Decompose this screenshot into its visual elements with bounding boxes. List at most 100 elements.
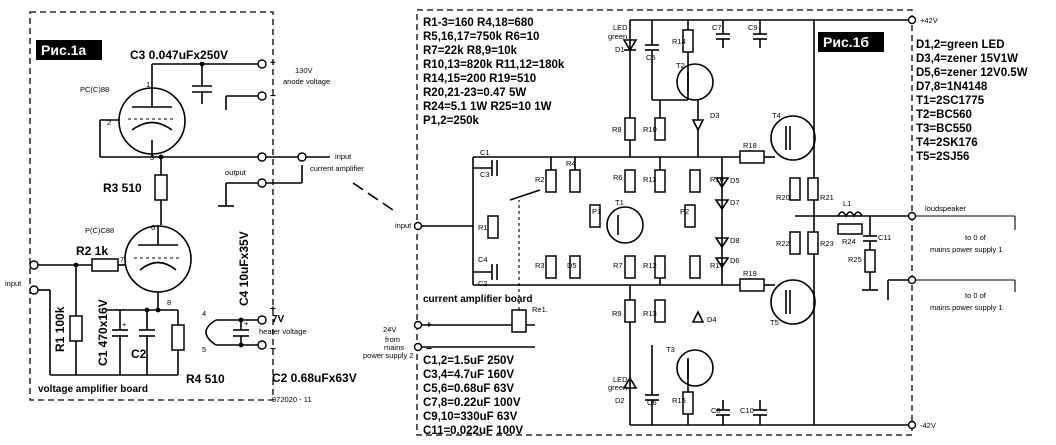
relay-minus-terminal[interactable] (413, 342, 423, 352)
d1-led (622, 39, 638, 52)
board1-name: voltage amplifier board (38, 384, 148, 395)
tube-v1-cathode (131, 121, 173, 131)
loudspeaker-terminal[interactable] (907, 211, 917, 221)
board2-input-terminal[interactable] (413, 221, 423, 231)
r3-label: R3 510 (103, 181, 142, 195)
svg-text:R13: R13 (643, 309, 657, 318)
svg-text:4: 4 (202, 309, 206, 318)
anode-minus-terminal[interactable] (257, 91, 267, 101)
svg-text:T2=BC560: T2=BC560 (916, 109, 972, 121)
svg-text:R15: R15 (672, 396, 686, 405)
board1-title-bg (36, 40, 102, 60)
ground-terminal[interactable] (907, 275, 917, 285)
svg-text:P1,2=250k: P1,2=250k (423, 115, 480, 127)
board2-title-bg (818, 32, 884, 52)
svg-text:R11: R11 (643, 175, 656, 184)
svg-text:C3,4=4.7uF 160V: C3,4=4.7uF 160V (423, 369, 514, 381)
to0b-label: to 0 of (965, 291, 987, 300)
svg-text:+: + (122, 320, 127, 329)
input-ground-terminal[interactable] (29, 285, 39, 295)
r23-resistor (807, 231, 819, 255)
svg-text:C6: C6 (647, 398, 657, 407)
svg-text:−: − (426, 344, 432, 355)
heater-filament (205, 319, 217, 346)
p2-potentiometer (684, 204, 696, 228)
r2-label: R2 1k (76, 244, 108, 258)
plus-rail-terminal[interactable] (907, 15, 917, 25)
svg-text:R9: R9 (612, 309, 622, 318)
svg-text:R7=22k R8,9=10k: R7=22k R8,9=10k (423, 45, 518, 57)
svg-text:D5,6=zener 12V0.5W: D5,6=zener 12V0.5W (916, 67, 1028, 79)
r13-resistor (654, 299, 666, 323)
r8-resistor (624, 117, 636, 141)
link-input-terminal[interactable] (297, 152, 307, 162)
r2-resistor (91, 258, 119, 272)
svg-text:R10,13=820k R11,12=180k: R10,13=820k R11,12=180k (423, 59, 565, 71)
v24-label: 24V (383, 325, 396, 334)
svg-text:R24: R24 (842, 237, 856, 246)
d6-diode (714, 257, 730, 269)
mains-b-label: mains power supply 1 (930, 303, 1003, 312)
anode-voltage-value: 130V (295, 66, 313, 75)
d8-diode (714, 237, 730, 249)
r16-resistor (689, 169, 701, 193)
input-terminal[interactable] (29, 260, 39, 270)
svg-text:green: green (608, 383, 627, 392)
svg-text:R7: R7 (613, 261, 623, 270)
svg-text:C9,10=330uF 63V: C9,10=330uF 63V (423, 411, 518, 423)
r15-resistor (682, 391, 694, 415)
svg-text:R6: R6 (613, 173, 623, 182)
t5-mosfet (770, 279, 816, 325)
svg-text:R14: R14 (672, 37, 686, 46)
output-terminal[interactable] (257, 152, 267, 162)
r11-resistor (654, 169, 666, 193)
svg-text:C1,2=1.5uF 250V: C1,2=1.5uF 250V (423, 355, 514, 367)
d7-diode (714, 199, 730, 211)
svg-text:R14,15=200 R19=510: R14,15=200 R19=510 (423, 73, 536, 85)
svg-text:R10: R10 (643, 125, 657, 134)
svg-text:T5: T5 (770, 318, 779, 327)
r4-resistor (171, 324, 185, 351)
semiconductor-list: D1,2=green LED D3,4=zener 15V1W D5,6=zen… (916, 39, 1028, 163)
svg-text:C10: C10 (740, 406, 754, 415)
relay-plus-terminal[interactable] (413, 320, 423, 330)
r22-resistor (789, 231, 801, 255)
svg-text:T1=2SC1775: T1=2SC1775 (916, 95, 985, 107)
t1-transistor (606, 206, 644, 244)
anode-plus-terminal[interactable] (257, 59, 267, 69)
svg-text:R20: R20 (776, 193, 790, 202)
svg-text:T3: T3 (666, 345, 675, 354)
svg-text:C3: C3 (480, 170, 490, 179)
heater-minus-terminal[interactable] (257, 340, 267, 350)
svg-text:R3: R3 (535, 261, 545, 270)
t4-mosfet (770, 115, 816, 161)
p1-potentiometer (589, 204, 601, 228)
svg-text:R5,16,17=750k R6=10: R5,16,17=750k R6=10 (423, 31, 539, 43)
minus-rail-terminal[interactable] (907, 420, 917, 430)
l1-inductor (837, 211, 863, 218)
svg-text:8: 8 (167, 298, 171, 307)
heater-plus-terminal[interactable] (257, 315, 267, 325)
svg-text:5: 5 (202, 345, 206, 354)
svg-text:R20,21-23=0.47 5W: R20,21-23=0.47 5W (423, 87, 526, 99)
svg-text:R24=5.1 1W R25=10 1W: R24=5.1 1W R25=10 1W (423, 101, 552, 113)
ps2-label: power supply 2 (363, 351, 413, 360)
resistor-list: R1-3=160 R4,18=680 R5,16,17=750k R6=10 R… (423, 17, 565, 127)
svg-text:C11=0.022uF 100V: C11=0.022uF 100V (423, 425, 523, 437)
svg-text:−: − (270, 344, 276, 355)
anode-voltage-label: anode voltage (283, 77, 330, 86)
t3-transistor (676, 349, 714, 387)
svg-text:T5=2SJ56: T5=2SJ56 (916, 151, 969, 163)
svg-text:R1: R1 (478, 223, 488, 232)
svg-text:C11: C11 (878, 233, 891, 242)
svg-text:R17: R17 (710, 261, 724, 270)
link-arrow (352, 182, 394, 211)
tube-v2-label: P(C)C88 (85, 226, 114, 235)
mains-label: mains (384, 343, 404, 352)
c4-label: C4 10uFx35V (237, 231, 251, 306)
svg-text:C5: C5 (646, 53, 656, 62)
output-ground-terminal[interactable] (257, 178, 267, 188)
minus-rail-label: -42V (920, 421, 936, 430)
r6-resistor (624, 169, 636, 193)
